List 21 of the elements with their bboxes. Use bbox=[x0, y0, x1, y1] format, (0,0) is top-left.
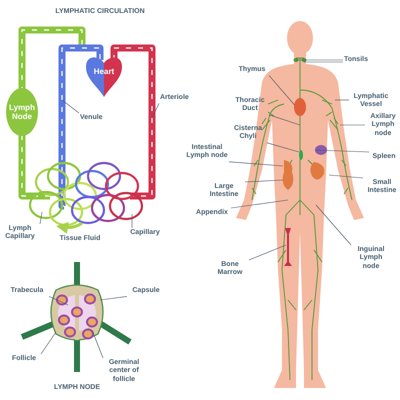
leader-line bbox=[48, 296, 68, 306]
leader-line bbox=[268, 114, 300, 126]
node-label: Heart bbox=[92, 67, 116, 76]
leader-line bbox=[92, 330, 104, 358]
leader-line bbox=[62, 100, 80, 114]
leader-line bbox=[340, 124, 366, 126]
leader-line bbox=[40, 212, 42, 224]
leader-line bbox=[268, 75, 295, 106]
leader-line bbox=[244, 180, 284, 182]
leader-line bbox=[316, 204, 352, 246]
node-label: Lymph Node bbox=[8, 102, 36, 122]
leader-line bbox=[100, 296, 128, 300]
leader-line bbox=[152, 103, 160, 118]
leader-line bbox=[40, 332, 56, 354]
leader-line bbox=[228, 161, 284, 166]
heart-shape bbox=[86, 55, 122, 97]
leader-line bbox=[230, 200, 288, 208]
leader-line bbox=[328, 174, 364, 178]
leader-line bbox=[266, 142, 300, 152]
leader-line bbox=[248, 244, 286, 260]
leader-line bbox=[314, 150, 370, 152]
